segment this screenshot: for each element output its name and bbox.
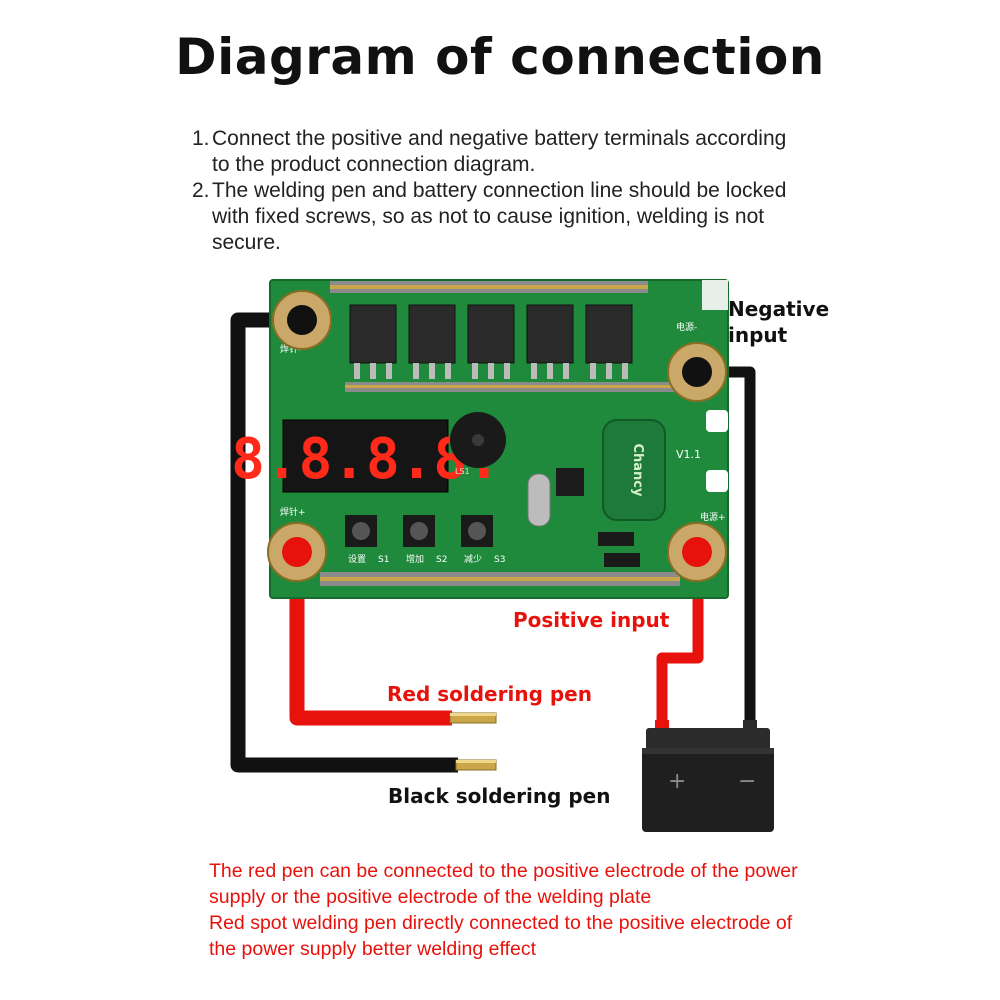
diode [598,532,640,567]
pad-bottom-left[interactable] [267,522,327,582]
positive-input-label: Positive input [513,608,670,632]
black-pen-label: Black soldering pen [388,784,611,808]
instruction-line: The welding pen and battery connection l… [212,179,787,202]
mosfet [349,304,397,379]
negative-input-line1: Negative [728,297,830,321]
instruction-line: to the product connection diagram. [212,153,536,176]
red-pen-label: Red soldering pen [387,682,592,706]
pad-top-left[interactable] [272,290,332,350]
mosfet [526,304,574,379]
board-version: V1.1 [676,448,701,461]
negative-input-line2: input [728,323,788,347]
ic-chip [527,468,584,527]
button-label-s3-cn: 减少 [464,553,482,565]
red-wire-pen [289,552,452,726]
instruction-number: 1. [192,127,210,150]
battery-minus-icon: − [738,769,756,794]
instruction-line: with fixed screws, so as not to cause ig… [212,205,765,254]
mosfet [408,304,456,379]
note-line: The red pen can be connected to the posi… [209,860,798,882]
pad-top-right[interactable] [667,342,727,402]
capacitor-brand: Chancy [630,443,645,497]
button-label-s2-id: S2 [436,555,447,565]
page-title: Diagram of connection [175,28,825,86]
note-line: Red spot welding pen directly connected … [209,912,793,934]
tact-button-s2[interactable] [403,515,435,547]
instruction-item-2: 2. The welding pen and battery connectio… [192,178,832,256]
battery-plus-icon: + [668,769,686,794]
buzzer: LS1 [450,412,506,476]
buzzer-label: LS1 [455,467,470,476]
electrolytic-capacitor: Chancy [602,419,666,521]
button-label-s2-cn: 增加 [406,553,424,565]
battery: + − [642,720,774,832]
note-line: the power supply better welding effect [209,938,537,960]
red-pen-tip [449,712,497,724]
note-block: The red pen can be connected to the posi… [209,858,809,962]
button-label-s3-id: S3 [494,555,505,565]
pad-label-bottom-right: 电源+ [700,511,726,523]
button-label-s1-id: S1 [378,555,389,565]
mosfet [585,304,633,379]
mosfet [467,304,515,379]
note-line: supply or the positive electrode of the … [209,886,652,908]
instructions-list: 1. Connect the positive and negative bat… [192,126,832,256]
black-pen-tip [455,759,497,771]
tact-button-s3[interactable] [461,515,493,547]
red-wire-battery [656,552,704,728]
pad-label-bottom-left: 焊针+ [280,506,306,518]
pad-label-top-right: 电源- [676,321,697,333]
mosfet-row [349,304,633,379]
pad-bottom-right[interactable] [667,522,727,582]
instruction-item-1: 1. Connect the positive and negative bat… [192,126,832,178]
tact-button-s1[interactable] [345,515,377,547]
negative-input-label: Negative input [728,296,829,348]
instruction-line: Connect the positive and negative batter… [212,127,787,150]
instruction-number: 2. [192,179,210,202]
button-label-s1-cn: 设置 [348,554,366,565]
